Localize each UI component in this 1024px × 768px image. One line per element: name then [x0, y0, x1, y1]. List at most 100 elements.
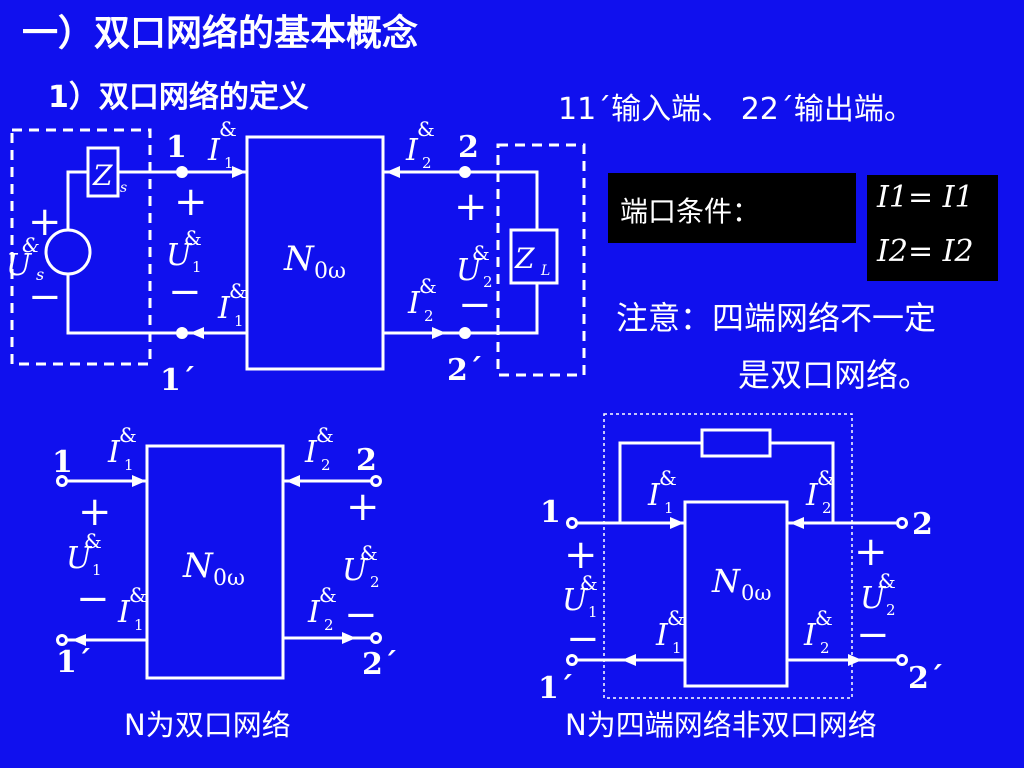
i1-bottom-sub: 1	[234, 312, 244, 330]
bl-label-2: 2	[356, 443, 377, 478]
arrow-i2-out	[432, 327, 446, 339]
condition-eq1: I1= I1	[877, 180, 974, 215]
load-wire-bottom	[469, 283, 539, 335]
network-box-br	[683, 500, 789, 688]
bl-u1-plus: +	[78, 489, 112, 535]
arrow-i2-in	[386, 166, 400, 178]
br-i1-bottom-sub: 1	[672, 639, 682, 657]
bl-u1-sub: 1	[92, 561, 102, 579]
page-title: 一）双口网络的基本概念	[22, 13, 419, 54]
br-network-sub: 0ω	[741, 581, 772, 605]
bl-terminal-2	[370, 475, 382, 487]
br-u2-plus: +	[854, 529, 888, 575]
terminal-2p	[459, 327, 471, 339]
br-u1-plus: +	[564, 532, 598, 578]
bl-u2-sub: 2	[370, 573, 380, 591]
br-i2-top-dot: &	[817, 466, 835, 490]
br-u1-minus: −	[566, 616, 600, 662]
bl-arrow-i1-in	[132, 475, 146, 487]
br-u2-dot: &	[878, 569, 896, 593]
network-sub: 0ω	[314, 259, 346, 284]
br-u2-minus: −	[856, 612, 890, 658]
i2-bottom-sub: 2	[424, 307, 434, 325]
condition-eq2: I2= I2	[877, 234, 974, 269]
br-terminal-2p	[896, 654, 908, 666]
br-u1-dot: &	[580, 571, 598, 595]
br-i2-bottom: I	[803, 618, 817, 653]
br-i2-bottom-dot: &	[815, 606, 833, 630]
bl-arrow-i1-out	[72, 634, 86, 646]
bl-i1-top-sub: 1	[124, 456, 134, 474]
caption-left-text: N为双口网络	[124, 708, 291, 742]
bl-i2-top: I	[304, 435, 318, 470]
br-u1-sub: 1	[588, 603, 598, 621]
br-network-symbol: N	[711, 562, 741, 600]
bl-label-1p: 1´	[56, 645, 92, 680]
zl-sub: L	[540, 263, 550, 279]
i1-bottom-dot: &	[229, 279, 247, 303]
zl-impedance	[509, 228, 559, 285]
condition-equation-box	[867, 175, 998, 281]
network-box-top	[245, 135, 385, 371]
zs-symbol: Z	[92, 159, 113, 192]
br-bridge-right	[770, 441, 835, 523]
br-terminal-1	[566, 517, 578, 529]
us-dot: &	[22, 233, 40, 257]
u2-top-sub: 2	[483, 273, 493, 291]
bl-arrow-i2-out	[342, 632, 356, 644]
br-arrow-i2-in	[790, 517, 804, 529]
u1-top-dot: &	[184, 226, 202, 250]
i2-top-dot: &	[417, 117, 435, 141]
bl-i2-top-sub: 2	[321, 456, 331, 474]
bl-i2-bottom-sub: 2	[324, 616, 334, 634]
bl-arrow-i2-in	[286, 475, 300, 487]
br-arrow-i2-out	[848, 654, 862, 666]
br-arrow-i1-in	[670, 517, 684, 529]
bl-i1-bottom-sub: 1	[134, 616, 144, 634]
terminal-1	[176, 166, 188, 178]
bl-i1-top-dot: &	[119, 423, 137, 447]
i2-bottom: I	[407, 286, 421, 321]
port-note: 11´输入端、 22´输出端。	[558, 92, 914, 127]
note-line2: 是双口网络。	[738, 356, 931, 394]
caption-right: N为四端网络非双口网络	[565, 702, 877, 744]
u2-top-dot: &	[472, 241, 490, 265]
u2-top: U	[456, 253, 483, 288]
us-sub: s	[36, 265, 44, 284]
caption-right-text: N为四端网络非双口网络	[565, 708, 877, 742]
terminal-2	[459, 166, 471, 178]
source-dashed-box	[10, 128, 152, 366]
i1-top-dot: &	[219, 117, 237, 141]
bl-u2: U	[342, 553, 369, 588]
i1-top: I	[207, 133, 221, 168]
br-i2-bottom-sub: 2	[820, 639, 830, 657]
i1-top-sub: 1	[224, 154, 234, 172]
note-line1: 注意：四端网络不一定	[616, 299, 937, 337]
bl-terminal-2p	[370, 632, 382, 644]
br-i2-top-sub: 2	[822, 499, 832, 517]
u1-minus: −	[168, 269, 202, 315]
label-1: 1	[166, 130, 187, 165]
br-i1-top-sub: 1	[664, 499, 674, 517]
br-arrow-i1-out	[622, 654, 636, 666]
bl-i2-bottom: I	[307, 595, 321, 630]
bl-i1-bottom: I	[117, 595, 131, 630]
bl-u2-minus: −	[344, 592, 378, 638]
bl-i2-top-dot: &	[316, 423, 334, 447]
network-box-bl	[145, 444, 285, 680]
u1-plus: +	[174, 179, 208, 225]
u1-top-sub: 1	[192, 258, 202, 276]
current-arrows	[72, 166, 862, 666]
bl-network-sub: 0ω	[213, 566, 245, 591]
br-bridge-left	[618, 441, 702, 523]
bl-network-symbol: N	[182, 546, 214, 586]
i2-bottom-dot: &	[419, 274, 437, 298]
voltage-source-icon	[44, 228, 92, 276]
network-symbol: N	[283, 239, 315, 279]
bl-u1-dot: &	[84, 529, 102, 553]
zl-symbol: Z	[514, 242, 535, 275]
i2-top: I	[405, 133, 419, 168]
bl-u2-dot: &	[360, 541, 378, 565]
br-label-1: 1	[540, 495, 561, 530]
